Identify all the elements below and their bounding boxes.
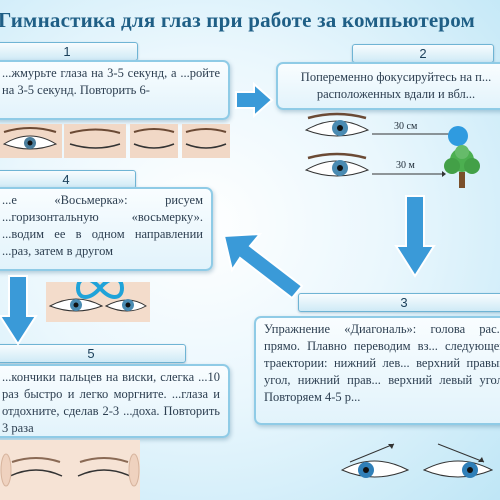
arrow-down-icon xyxy=(394,195,436,278)
arrow-diagonal-icon xyxy=(222,232,304,300)
closed-eyes-icon xyxy=(130,124,230,158)
step-3-text: Упражнение «Диагональ»: голова рас... пр… xyxy=(264,322,500,404)
temples-icon xyxy=(0,440,140,500)
open-eyes-icon xyxy=(0,124,126,158)
line-far xyxy=(372,171,446,177)
step-2-number: 2 xyxy=(352,44,494,63)
step-4-box: ...е «Восьмерка»: рисуем ...горизонтальн… xyxy=(0,187,213,271)
step-3-number: 3 xyxy=(298,293,500,312)
distance-near-label: 30 см xyxy=(394,121,418,132)
step-1-text: ...жмурьте глаза на 3-5 секунд, а ...рой… xyxy=(2,66,220,97)
step-5-number: 5 xyxy=(0,344,186,363)
blue-ball-icon xyxy=(448,126,468,146)
arrow-right-icon xyxy=(235,82,274,118)
step-5-box: ...кончики пальцев на виски, слегка ...1… xyxy=(0,364,230,438)
eye-icon-near xyxy=(304,112,370,137)
step-2-box: Попеременно фокусируйтесь на п... распол… xyxy=(276,62,500,110)
step-4-text: ...е «Восьмерка»: рисуем ...горизонтальн… xyxy=(2,193,203,258)
eye-icon-far xyxy=(304,152,370,177)
step-3-box: Упражнение «Диагональ»: голова рас... пр… xyxy=(254,316,500,425)
step-2-text: Попеременно фокусируйтесь на п... распол… xyxy=(300,70,492,101)
figure-eight-icon xyxy=(46,282,150,322)
step-5-text: ...кончики пальцев на виски, слегка ...1… xyxy=(2,370,220,435)
distance-far-label: 30 м xyxy=(396,160,415,171)
page-title: Гимнастика для глаз при работе за компью… xyxy=(0,8,476,32)
arrow-down-icon-2 xyxy=(0,275,38,346)
step-1-number: 1 xyxy=(0,42,138,61)
diagonal-eyes-icon xyxy=(340,443,494,478)
step-1-box: ...жмурьте глаза на 3-5 секунд, а ...рой… xyxy=(0,60,230,120)
tree-icon xyxy=(444,145,480,188)
